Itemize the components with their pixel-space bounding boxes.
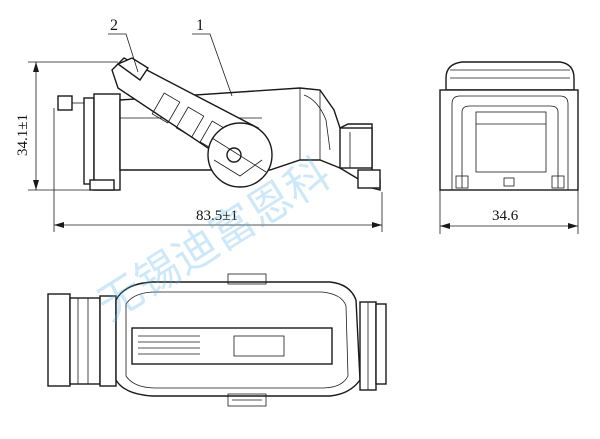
callout-label-2: 2 [110, 17, 118, 34]
width-dimension-text: 34.6 [492, 208, 519, 224]
top-view [47, 273, 387, 407]
height-dimension-text: 34.1±1 [15, 114, 31, 156]
callout-label-1: 1 [196, 17, 204, 34]
length-dimension: 83.5±1 [53, 108, 383, 232]
height-dimension: 34.1±1 [15, 61, 118, 191]
width-dimension: 34.6 [439, 190, 579, 234]
end-view [439, 61, 579, 191]
length-dimension-text: 83.5±1 [196, 208, 238, 224]
side-view [57, 57, 381, 191]
